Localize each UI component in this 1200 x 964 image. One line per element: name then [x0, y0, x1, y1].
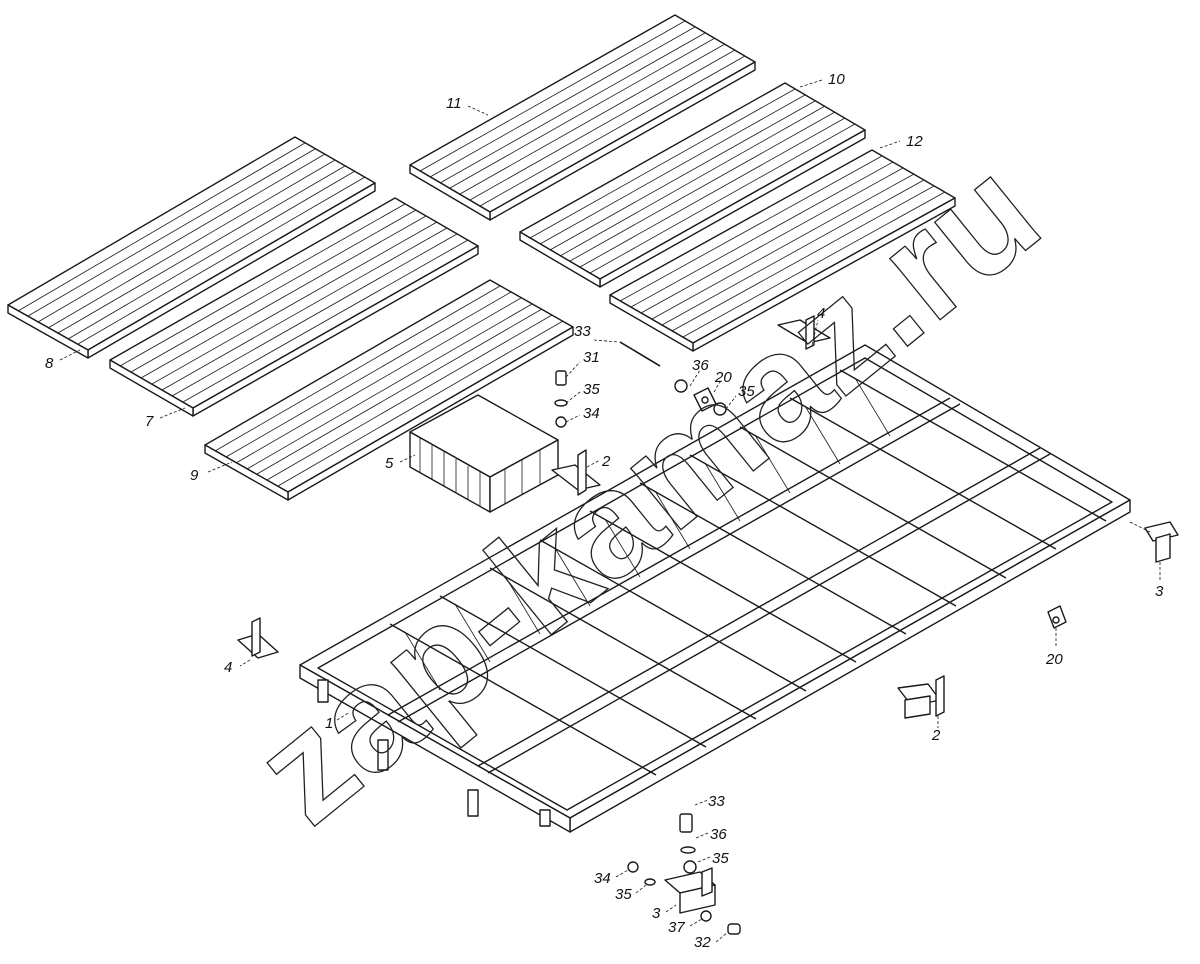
callout-32: 33 — [574, 323, 591, 340]
bracket-3-right — [1144, 521, 1179, 563]
floor-panel-7 — [109, 197, 479, 417]
callout-33-lower: 34 — [594, 870, 611, 887]
callout-4-upper: 4 — [817, 305, 825, 322]
callout-34-lower: 35 — [712, 850, 729, 867]
callout-10: 10 — [828, 71, 845, 88]
callout-1: 1 — [325, 715, 333, 732]
callout-3-right: 3 — [1155, 583, 1164, 600]
callout-20-right: 20 — [1045, 651, 1063, 668]
callout-12: 12 — [906, 133, 923, 150]
callout-9: 9 — [190, 467, 199, 484]
fasteners-lower — [627, 813, 741, 935]
leader-lines — [59, 79, 1161, 943]
platform-frame-1 — [299, 344, 1131, 833]
callout-5: 5 — [385, 455, 394, 472]
floor-panel-8 — [7, 136, 376, 359]
callout-11: 11 — [446, 95, 462, 112]
pin-32 — [619, 341, 661, 367]
callout-36-lower: 36 — [710, 826, 727, 843]
callout-34-upper: 35 — [738, 383, 755, 400]
callout-7: 7 — [145, 413, 154, 430]
bracket-2-lower — [897, 675, 945, 719]
callout-35-upper: 35 — [583, 381, 600, 398]
bracket-2-upper — [551, 449, 601, 496]
floor-panel-12 — [609, 149, 956, 352]
floor-panel-10 — [519, 82, 866, 288]
bracket-4-left — [237, 617, 279, 659]
callout-2-upper: 2 — [601, 453, 611, 470]
callout-35-lower: 35 — [615, 886, 632, 903]
callout-3-lower: 3 — [652, 905, 661, 922]
bracket-3-lower — [664, 867, 716, 914]
callout-20-upper: 20 — [714, 369, 732, 386]
callout-30-upper: 31 — [583, 349, 600, 366]
callout-36-upper: 36 — [692, 357, 709, 374]
bracket-4-upper — [777, 315, 831, 350]
callout-30-lower: 32 — [694, 934, 711, 951]
callout-4-left: 4 — [224, 659, 232, 676]
callout-31: 33 — [708, 793, 725, 810]
callout-33-upper: 34 — [583, 405, 600, 422]
callout-2-lower: 2 — [931, 727, 941, 744]
fasteners-upper — [554, 370, 727, 428]
floor-panel-11 — [409, 14, 756, 221]
callout-labels: 8 7 9 11 10 12 5 1 33 31 35 34 36 20 35 … — [45, 71, 1164, 951]
callout-8: 8 — [45, 355, 54, 372]
callout-37: 37 — [668, 919, 685, 936]
pin-20-right — [1047, 605, 1067, 629]
floor-panel-9 — [204, 279, 574, 501]
